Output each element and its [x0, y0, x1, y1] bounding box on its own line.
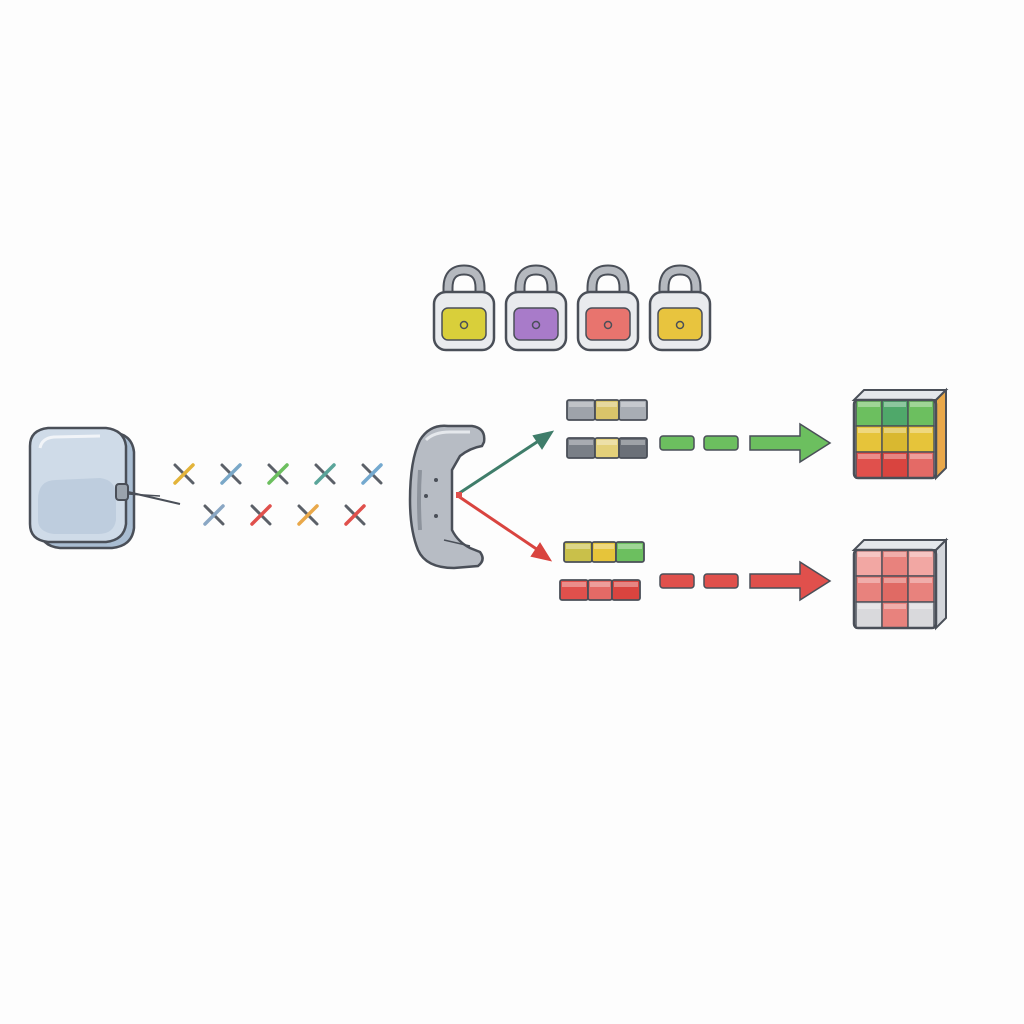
lock-row	[432, 264, 712, 352]
branch-arrow-down	[456, 492, 553, 562]
key-cube-top	[851, 387, 949, 481]
top-branch-blocks	[566, 399, 648, 459]
photon-r2-2	[297, 504, 319, 526]
beam-splitter	[408, 424, 486, 570]
dashed-arrow-green	[659, 422, 832, 464]
bottom-branch-blocks	[559, 541, 645, 601]
key-cube-bottom	[851, 537, 949, 631]
lock-red-icon	[576, 264, 640, 352]
photon-r2-3	[344, 504, 366, 526]
lock-yellow-icon	[432, 264, 496, 352]
photon-r1-2	[267, 463, 289, 485]
dashed-arrow-red	[659, 560, 832, 602]
photon-r1-0	[173, 463, 195, 485]
photon-r2-1	[250, 504, 272, 526]
photon-source	[28, 426, 181, 550]
photon-r1-4	[361, 463, 383, 485]
photon-r1-1	[220, 463, 242, 485]
lock-yellow-2-icon	[648, 264, 712, 352]
photon-r1-3	[314, 463, 336, 485]
branch-arrow-up	[457, 430, 555, 496]
lock-purple-icon	[504, 264, 568, 352]
block-top-1	[566, 399, 648, 421]
photon-stream	[173, 463, 383, 526]
photon-r2-0	[203, 504, 225, 526]
block-bottom-2	[559, 579, 641, 601]
block-top-2	[566, 437, 648, 459]
block-bottom-1	[563, 541, 645, 563]
